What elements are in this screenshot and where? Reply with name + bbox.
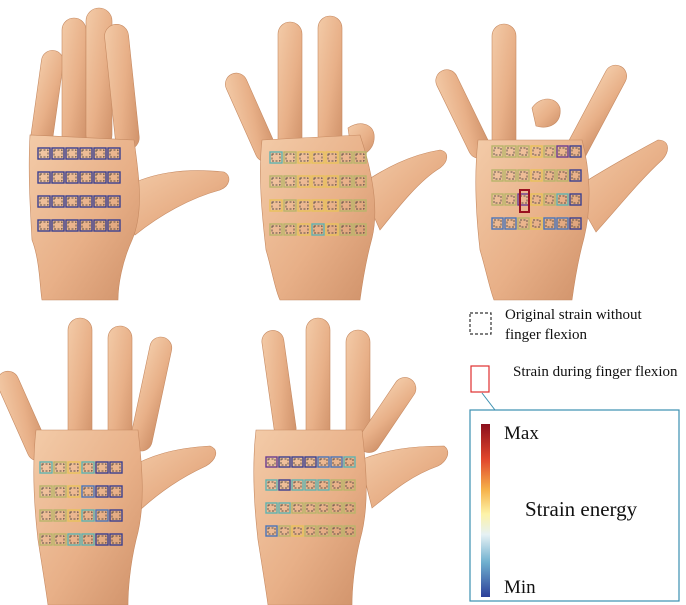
hand-image-3 <box>432 24 668 300</box>
legend-red-label: Strain during finger flexion <box>513 362 678 382</box>
scale-title: Strain energy <box>525 497 637 522</box>
legend-dashed-label: Original strain without finger flexion <box>505 305 681 345</box>
legend-dashed-box-icon <box>470 313 491 334</box>
legend-connector-line <box>482 393 495 410</box>
hand-image-5 <box>254 318 448 605</box>
hand-image-2 <box>222 16 447 300</box>
scale-max-label: Max <box>504 423 539 445</box>
hand-image-1 <box>29 8 229 300</box>
scale-min-label: Min <box>504 577 536 599</box>
legend-red-box-icon <box>471 366 489 392</box>
strain-energy-colorbar <box>481 424 490 597</box>
